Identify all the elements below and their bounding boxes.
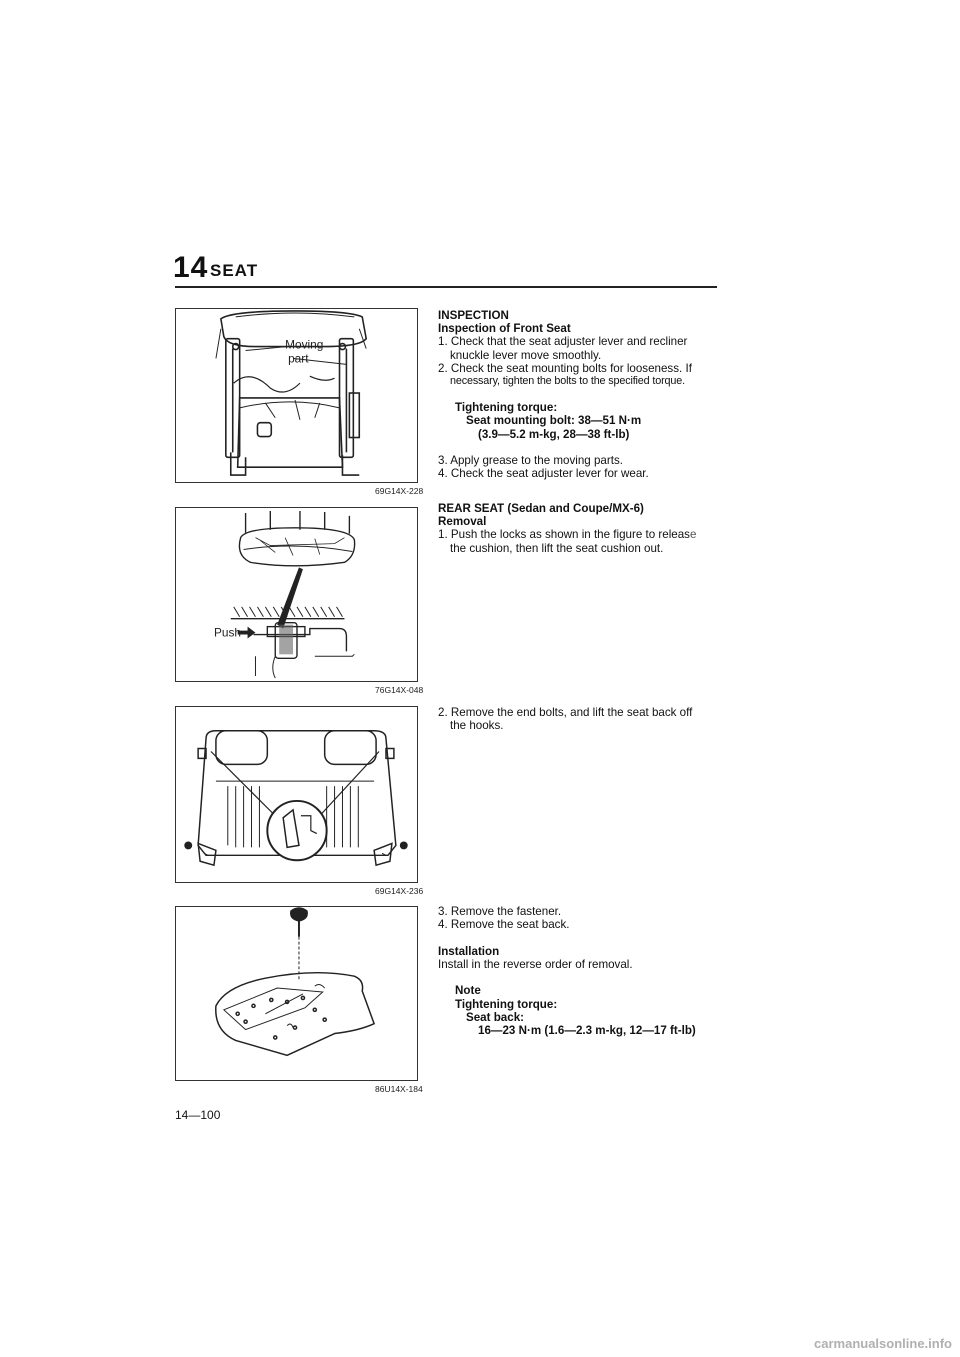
watermark: carmanualsonline.info <box>814 1336 952 1351</box>
inspection-torque-line1: Seat mounting bolt: 38—51 N·m <box>466 414 642 428</box>
section-rear-step2: 2. Remove the end bolts, and lift the se… <box>438 706 723 732</box>
section-installation: Installation Install in the reverse orde… <box>438 945 728 1037</box>
figure-code-2: 76G14X-048 <box>375 685 424 695</box>
section-inspection: INSPECTION Inspection of Front Seat 1. C… <box>438 309 718 480</box>
chapter-number: 14 <box>173 251 209 284</box>
rear-step4: 4. Remove the seat back. <box>438 918 570 932</box>
installation-heading: Installation <box>438 945 500 958</box>
section-rear-step3-4: 3. Remove the fastener. 4. Remove the se… <box>438 905 723 931</box>
front-seat-frame-illustration: Moving part <box>215 310 368 476</box>
rear-step2b: the hooks. <box>450 719 504 733</box>
rear-step2a: 2. Remove the end bolts, and lift the se… <box>438 706 693 719</box>
figure-rear-cushion-lock: Push <box>175 507 418 682</box>
chapter-title: SEAT <box>210 261 259 280</box>
inspection-step4: 4. Check the seat adjuster lever for wea… <box>438 467 649 481</box>
rear-seat-back-illustration <box>184 729 408 867</box>
installation-item: Seat back: <box>466 1010 524 1024</box>
installation-value: 16—23 N·m (1.6—2.3 m-kg, 12—17 ft-lb) <box>478 1024 696 1038</box>
rear-step3: 3. Remove the fastener. <box>438 905 562 918</box>
figure-code-1: 69G14X-228 <box>375 486 424 496</box>
rear-seat-heading: REAR SEAT (Sedan and Coupe/MX-6) <box>438 502 644 515</box>
rear-cushion-illustration: Push <box>214 510 356 679</box>
rear-seat-subheading: Removal <box>438 515 487 529</box>
rear-step1a-cut: e <box>689 528 697 542</box>
header-rule <box>175 286 717 288</box>
callout-part: part <box>288 351 309 365</box>
figure-rear-seat-back <box>175 706 418 883</box>
installation-text: Install in the reverse order of removal. <box>438 958 633 972</box>
inspection-step2b: necessary, tighten the bolts to the spec… <box>450 375 685 388</box>
rear-step1b: the cushion, then lift the seat cushion … <box>450 541 664 555</box>
inspection-step1a: 1. Check that the seat adjuster lever an… <box>438 335 688 349</box>
inspection-step2a: 2. Check the seat mounting bolts for loo… <box>438 361 692 375</box>
callout-moving: Moving <box>285 338 323 352</box>
installation-note-label: Note <box>455 984 481 998</box>
installation-torque-label: Tightening torque: <box>455 997 558 1011</box>
inspection-heading: INSPECTION <box>438 309 509 322</box>
inspection-step3: 3. Apply grease to the moving parts. <box>438 453 623 467</box>
inspection-step1b: knuckle lever move smoothly. <box>450 348 602 362</box>
inspection-torque-line2: (3.9—5.2 m-kg, 28—38 ft-lb) <box>478 427 630 441</box>
page-number: 14—100 <box>175 1108 221 1122</box>
fastener-illustration <box>215 907 376 1057</box>
inspection-subheading: Inspection of Front Seat <box>438 322 571 336</box>
inspection-torque-label: Tightening torque: <box>455 401 558 415</box>
figure-fastener <box>175 906 418 1081</box>
callout-push: Push <box>214 626 241 640</box>
figure-code-4: 86U14X-184 <box>375 1084 423 1094</box>
figure-front-seat-frame: Moving part <box>175 308 418 483</box>
rear-step1a: 1. Push the locks as shown in the figure… <box>438 528 690 542</box>
section-rear-seat: REAR SEAT (Sedan and Coupe/MX-6) Removal… <box>438 502 723 555</box>
figure-code-3: 69G14X-236 <box>375 886 424 896</box>
